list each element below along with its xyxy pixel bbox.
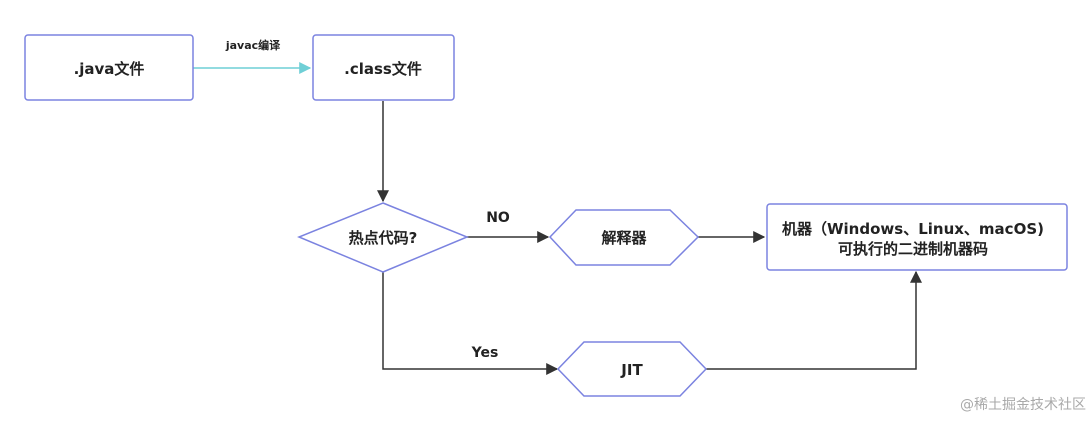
edge-label-no: NO (486, 210, 510, 226)
edge-label-javac-compile: javac编译 (225, 38, 281, 52)
watermark-text: @稀土掘金技术社区 (960, 397, 1086, 413)
node-jit: JIT (556, 341, 708, 397)
node-interpreter: 解释器 (548, 209, 700, 266)
node-interpreter-label: 解释器 (601, 229, 647, 247)
node-java-file-label: .java文件 (74, 60, 145, 78)
edge-decision-to-jit (382, 272, 559, 375)
edge-jit-to-machine (706, 270, 922, 370)
node-machine-code-line2: 可执行的二进制机器码 (838, 240, 988, 258)
node-jit-label: JIT (620, 361, 643, 379)
node-hotspot-decision-label: 热点代码? (349, 229, 418, 247)
node-class-file: .class文件 (312, 34, 455, 101)
node-machine-code: 机器（Windows、Linux、macOS) 可执行的二进制机器码 (766, 203, 1068, 271)
edge-label-yes: Yes (471, 345, 499, 361)
node-java-file: .java文件 (24, 34, 194, 101)
node-hotspot-decision: 热点代码? (297, 202, 469, 273)
node-machine-code-line1: 机器（Windows、Linux、macOS) (782, 220, 1044, 238)
node-class-file-label: .class文件 (344, 60, 422, 78)
